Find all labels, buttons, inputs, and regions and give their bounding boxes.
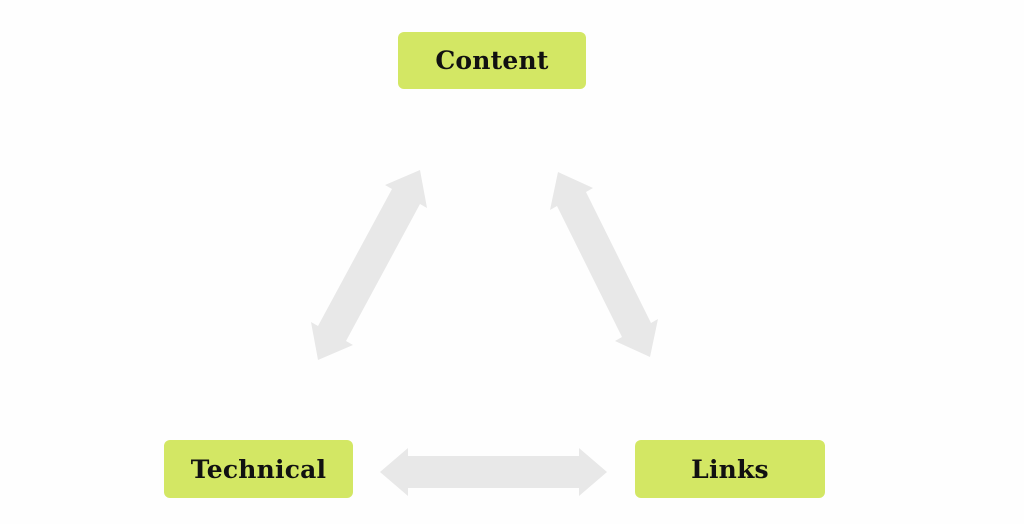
node-technical-label: Technical	[190, 454, 327, 484]
node-content-label: Content	[435, 46, 549, 75]
node-content: Content	[398, 32, 586, 89]
double-arrow-technical-links	[380, 448, 607, 496]
node-technical: Technical	[164, 440, 353, 498]
node-links: Links	[635, 440, 825, 498]
double-arrow-content-links	[550, 172, 658, 357]
double-arrow-content-technical	[311, 170, 427, 360]
node-links-label: Links	[691, 454, 769, 484]
